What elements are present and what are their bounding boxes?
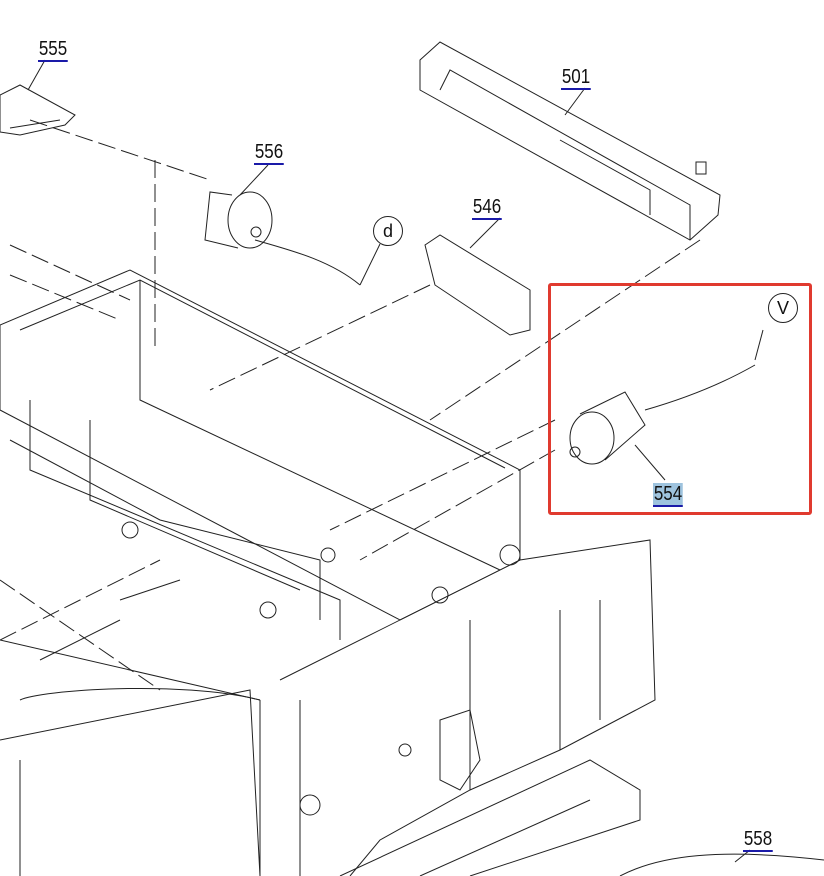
part-501-shape bbox=[419, 41, 721, 241]
part-label-546[interactable]: 546 bbox=[472, 196, 503, 220]
part-label-558[interactable]: 558 bbox=[743, 828, 774, 852]
part-546-shape bbox=[424, 217, 531, 336]
part-label-556[interactable]: 556 bbox=[254, 141, 285, 165]
connector-ref-d: d bbox=[373, 216, 403, 246]
part-556-motor-shape bbox=[204, 164, 381, 286]
main-frame-shape bbox=[0, 269, 824, 876]
selected-part-highlight-box bbox=[548, 283, 812, 515]
part-label-555[interactable]: 555 bbox=[38, 38, 69, 62]
part-554-motor-shape bbox=[569, 329, 764, 481]
part-label-554[interactable]: 554 bbox=[653, 483, 684, 507]
part-555-shape bbox=[0, 59, 76, 136]
connector-ref-v: V bbox=[768, 293, 798, 323]
assembly-lines bbox=[0, 119, 701, 691]
part-label-501[interactable]: 501 bbox=[561, 66, 592, 90]
